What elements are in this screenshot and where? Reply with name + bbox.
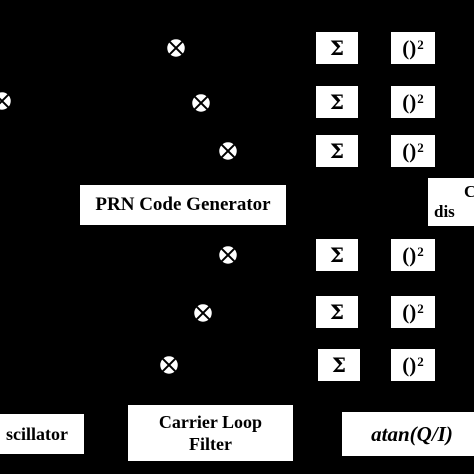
squarer-block: ()2 — [391, 239, 435, 271]
prn-code-generator-label: PRN Code Generator — [95, 194, 271, 215]
accumulator-symbol: Σ — [329, 243, 345, 267]
squarer-base: () — [402, 242, 417, 267]
discriminator-label-line2: dis — [434, 202, 455, 221]
squarer-block: ()2 — [391, 349, 435, 381]
oscillator-label: scillator — [6, 423, 68, 444]
multiplier-icon — [217, 140, 239, 162]
accumulator-symbol: Σ — [329, 90, 345, 114]
multiplier-icon — [165, 37, 187, 59]
discriminator-label-line1: C — [464, 182, 474, 201]
squarer-block: ()2 — [391, 135, 435, 167]
accumulator-symbol: Σ — [329, 139, 345, 163]
squarer-base: () — [402, 89, 417, 114]
squarer-block: ()2 — [391, 86, 435, 118]
oscillator-block: scillator — [0, 414, 84, 454]
accumulator-symbol: Σ — [331, 353, 347, 377]
squarer-base: () — [402, 138, 417, 163]
accumulator-block: Σ — [316, 86, 358, 118]
multiplier-icon — [190, 92, 212, 114]
atan-block: atan(Q/I) — [342, 412, 474, 456]
multiplier-icon — [217, 244, 239, 266]
accumulator-symbol: Σ — [329, 36, 345, 60]
squarer-exponent: 2 — [417, 37, 424, 52]
accumulator-block: Σ — [316, 296, 358, 328]
squarer-block: ()2 — [391, 32, 435, 64]
carrier-loop-filter-label-line1: Carrier Loop — [158, 412, 263, 432]
squarer-base: () — [402, 299, 417, 324]
squarer-exponent: 2 — [417, 301, 424, 316]
accumulator-block: Σ — [316, 32, 358, 64]
accumulator-block: Σ — [316, 239, 358, 271]
squarer-exponent: 2 — [417, 140, 424, 155]
squarer-exponent: 2 — [417, 91, 424, 106]
multiplier-icon — [158, 354, 180, 376]
multiplier-icon — [0, 90, 13, 112]
prn-code-generator-block: PRN Code Generator — [80, 185, 286, 225]
squarer-base: () — [402, 352, 417, 377]
squarer-block: ()2 — [391, 296, 435, 328]
squarer-base: () — [402, 35, 417, 60]
accumulator-block: Σ — [316, 135, 358, 167]
discriminator-block: C dis — [428, 178, 474, 226]
carrier-loop-filter-label-line2: Filter — [189, 434, 232, 454]
carrier-loop-filter-block: Carrier Loop Filter — [128, 405, 293, 461]
atan-label: atan(Q/I) — [371, 421, 453, 446]
squarer-exponent: 2 — [417, 354, 424, 369]
multiplier-icon — [192, 302, 214, 324]
accumulator-symbol: Σ — [329, 300, 345, 324]
accumulator-block: Σ — [318, 349, 360, 381]
squarer-exponent: 2 — [417, 244, 424, 259]
